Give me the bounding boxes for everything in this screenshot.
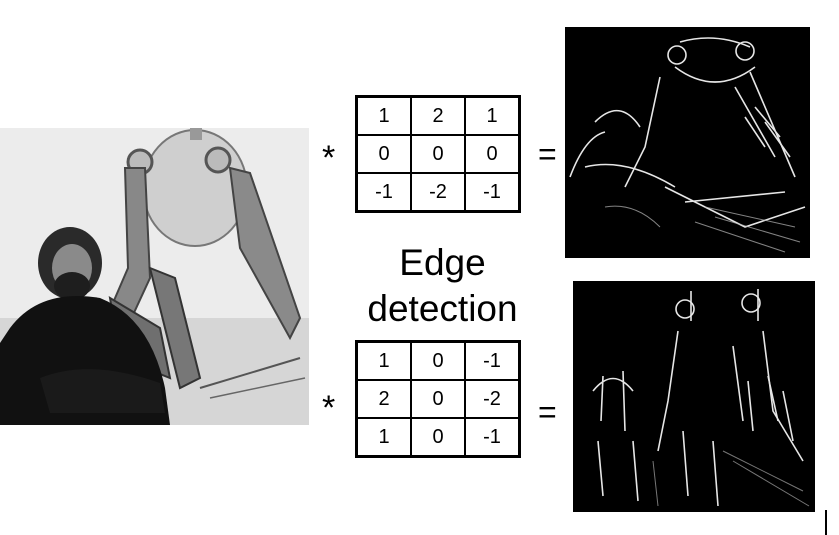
convolve-operator-bottom: *	[322, 389, 336, 427]
input-photo	[0, 128, 309, 425]
kernel-cell: 1	[464, 95, 521, 136]
vertical-sobel-kernel: 1 0 -1 2 0 -2 1 0 -1	[355, 340, 521, 458]
kernel-cell: 0	[410, 379, 466, 419]
kernel-cell: 1	[355, 95, 412, 136]
kernel-cell: 2	[410, 95, 466, 136]
edge-divider	[825, 510, 827, 535]
convolve-operator-top: *	[322, 139, 336, 177]
kernel-cell: 2	[355, 379, 412, 419]
kernel-cell: 0	[355, 134, 412, 174]
kernel-cell: -1	[464, 417, 521, 458]
horizontal-sobel-kernel: 1 2 1 0 0 0 -1 -2 -1	[355, 95, 521, 213]
kernel-row: 0 0 0	[355, 134, 521, 174]
kernel-row: 1 2 1	[355, 95, 521, 136]
caption-line-1: Edge	[399, 242, 486, 283]
kernel-row: 1 0 -1	[355, 417, 521, 458]
kernel-cell: 1	[355, 340, 412, 381]
caption-line-2: detection	[367, 288, 518, 329]
equals-operator-bottom: =	[538, 394, 557, 430]
equals-operator-top: =	[538, 136, 557, 172]
vertical-edge-output-image	[573, 281, 815, 512]
kernel-cell: 0	[410, 134, 466, 174]
kernel-cell: -1	[464, 172, 521, 213]
kernel-cell: 0	[410, 417, 466, 458]
kernel-cell: 0	[410, 340, 466, 381]
horizontal-edge-output-image	[565, 27, 810, 258]
kernel-row: 2 0 -2	[355, 379, 521, 419]
kernel-cell: -1	[355, 172, 412, 213]
kernel-cell: -2	[410, 172, 466, 213]
kernel-row: -1 -2 -1	[355, 172, 521, 213]
kernel-cell: 1	[355, 417, 412, 458]
kernel-row: 1 0 -1	[355, 340, 521, 381]
kernel-cell: -1	[464, 340, 521, 381]
kernel-cell: 0	[464, 134, 521, 174]
kernel-cell: -2	[464, 379, 521, 419]
edge-detection-caption: Edge detection	[340, 240, 545, 332]
